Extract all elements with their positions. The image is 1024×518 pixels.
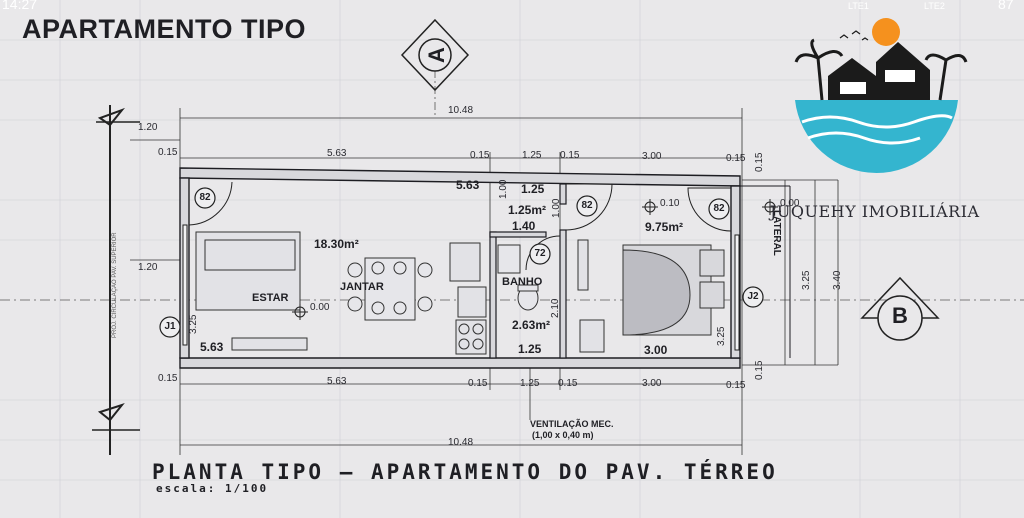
jantar-label: JANTAR bbox=[340, 281, 384, 293]
logo-sun bbox=[872, 18, 900, 46]
banho-label: BANHO bbox=[502, 276, 543, 288]
axis-marker-b-label: B bbox=[892, 303, 908, 328]
dim-bath-h2: 1.00 bbox=[551, 198, 562, 218]
dim-wall-g: 0.15 bbox=[558, 378, 578, 389]
axis-marker-a-circle bbox=[418, 38, 452, 72]
dim-bath-h1: 1.00 bbox=[498, 179, 509, 199]
dim-total-top: 10.48 bbox=[448, 105, 474, 116]
dim-left-top: 1.20 bbox=[138, 122, 158, 133]
dim-wall-c: 0.15 bbox=[560, 150, 580, 161]
axis-marker-a-label: A bbox=[424, 47, 449, 63]
status-signal-1: LTE1 bbox=[848, 1, 869, 11]
level-marks bbox=[292, 199, 778, 320]
dim-bath-h3: 2.10 bbox=[550, 298, 561, 318]
dim-living-bottom: 5.63 bbox=[327, 376, 347, 387]
logo-sea bbox=[795, 100, 958, 173]
ventilation-note: VENTILAÇÃO MEC. bbox=[530, 419, 614, 429]
window-tag-j1: J1 bbox=[164, 321, 176, 332]
dim-living-inner-bottom: 5.63 bbox=[200, 340, 224, 354]
dim-bath-top: 1.25 bbox=[522, 150, 542, 161]
dim-bed-top: 3.00 bbox=[642, 151, 662, 162]
door-tag-circles bbox=[159, 187, 764, 338]
right-level-label: 0.00 bbox=[780, 198, 800, 209]
dim-wall-d: 0.15 bbox=[726, 153, 746, 164]
estar-label: ESTAR bbox=[252, 292, 289, 304]
bathroom-fixtures bbox=[497, 244, 539, 311]
company-logo bbox=[794, 18, 968, 173]
dim-wall-h: 0.15 bbox=[726, 380, 746, 391]
logo-palm-left bbox=[794, 38, 844, 101]
dim-wall-f: 0.15 bbox=[468, 378, 488, 389]
plan-scale: escala: 1/100 bbox=[156, 482, 269, 495]
dining-table bbox=[347, 257, 433, 321]
bath-area-2-label: 2.63m² bbox=[512, 318, 551, 332]
status-signal-2: LTE2 bbox=[924, 1, 945, 11]
dim-bed-inner: 3.00 bbox=[644, 343, 668, 357]
tv-rack bbox=[231, 337, 308, 351]
dim-total-bottom: 10.48 bbox=[448, 437, 474, 448]
living-level-label: 0.00 bbox=[310, 302, 330, 313]
door-tag-82-a: 82 bbox=[199, 192, 211, 203]
page-title: APARTAMENTO TIPO bbox=[22, 14, 306, 44]
dim-wall-e: 0.15 bbox=[158, 373, 178, 384]
kitchen-counter bbox=[449, 242, 487, 355]
living-area-label: 18.30m² bbox=[314, 237, 359, 251]
bedroom-area-label: 9.75m² bbox=[645, 220, 684, 234]
window-tag-j2: J2 bbox=[747, 291, 759, 302]
door-swings bbox=[188, 180, 732, 271]
bath-area-label: 1.25m² bbox=[508, 203, 547, 217]
dim-height-right: 3.25 bbox=[716, 326, 727, 346]
dim-right-wall-b: 0.15 bbox=[754, 360, 765, 380]
logo-waves bbox=[801, 114, 953, 145]
status-time: 14:27 bbox=[2, 0, 38, 12]
dim-bath-inner-bottom: 1.25 bbox=[518, 342, 542, 356]
dim-bath-width: 1.40 bbox=[512, 219, 536, 233]
dim-living-top: 5.63 bbox=[327, 148, 347, 159]
axis-marker-a-triangle bbox=[400, 18, 470, 92]
dim-height-outer-2: 3.40 bbox=[832, 270, 843, 290]
ventilation-size-note: (1,00 x 0,40 m) bbox=[532, 430, 594, 440]
interior-walls bbox=[489, 183, 567, 359]
plan-caption: PLANTA TIPO – APARTAMENTO DO PAV. TÉRREO bbox=[152, 460, 778, 484]
watermark-text: JUQUEHY IMOBILIÁRIA bbox=[770, 202, 980, 221]
dim-bath-inner-top: 1.25 bbox=[521, 182, 545, 196]
desk bbox=[577, 239, 605, 353]
side-note: PROJ. CIRCULAÇÃO PAV. SUPERIOR bbox=[112, 232, 118, 338]
door-tag-82-b: 82 bbox=[581, 200, 593, 211]
door-tag-72: 72 bbox=[534, 248, 546, 259]
logo-birds bbox=[839, 30, 869, 41]
bed bbox=[622, 244, 725, 336]
status-battery: 87 bbox=[998, 0, 1014, 12]
windows bbox=[182, 224, 740, 351]
bedroom-level-label: 0.10 bbox=[660, 198, 680, 209]
left-break-line bbox=[97, 105, 126, 455]
sofa bbox=[195, 231, 301, 311]
door-tag-82-c: 82 bbox=[713, 203, 725, 214]
axis-marker-b-circle bbox=[877, 295, 923, 341]
dim-wall-b: 0.15 bbox=[470, 150, 490, 161]
logo-palm-right bbox=[924, 53, 968, 101]
dim-height-left: 3.25 bbox=[188, 314, 199, 334]
dim-bed-bottom: 3.00 bbox=[642, 378, 662, 389]
dim-height-outer-1: 3.25 bbox=[801, 270, 812, 290]
dim-right-wall: 0.15 bbox=[754, 152, 765, 172]
dim-left-mid: 1.20 bbox=[138, 262, 158, 273]
dim-bath-bottom: 1.25 bbox=[520, 378, 540, 389]
dim-living-inner-top: 5.63 bbox=[456, 178, 480, 192]
dim-wall-a: 0.15 bbox=[158, 147, 178, 158]
